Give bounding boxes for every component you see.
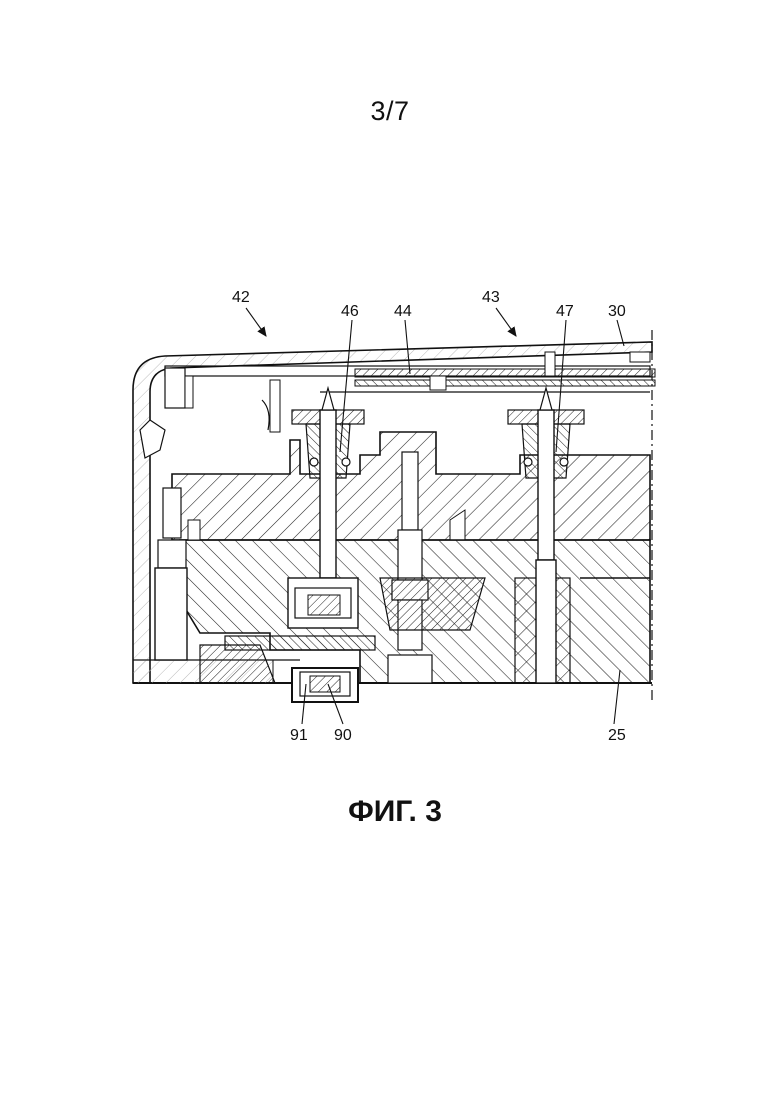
connector-90-91 xyxy=(292,668,358,702)
label-90: 90 xyxy=(334,727,352,744)
label-47: 47 xyxy=(556,303,574,320)
label-42: 42 xyxy=(232,289,250,306)
figure-caption: ФИГ. 3 xyxy=(0,795,780,829)
label-46: 46 xyxy=(341,303,359,320)
label-30: 30 xyxy=(608,303,626,320)
label-43: 43 xyxy=(482,289,500,306)
label-91: 91 xyxy=(290,727,308,744)
label-44: 44 xyxy=(394,303,412,320)
label-25: 25 xyxy=(608,727,626,744)
